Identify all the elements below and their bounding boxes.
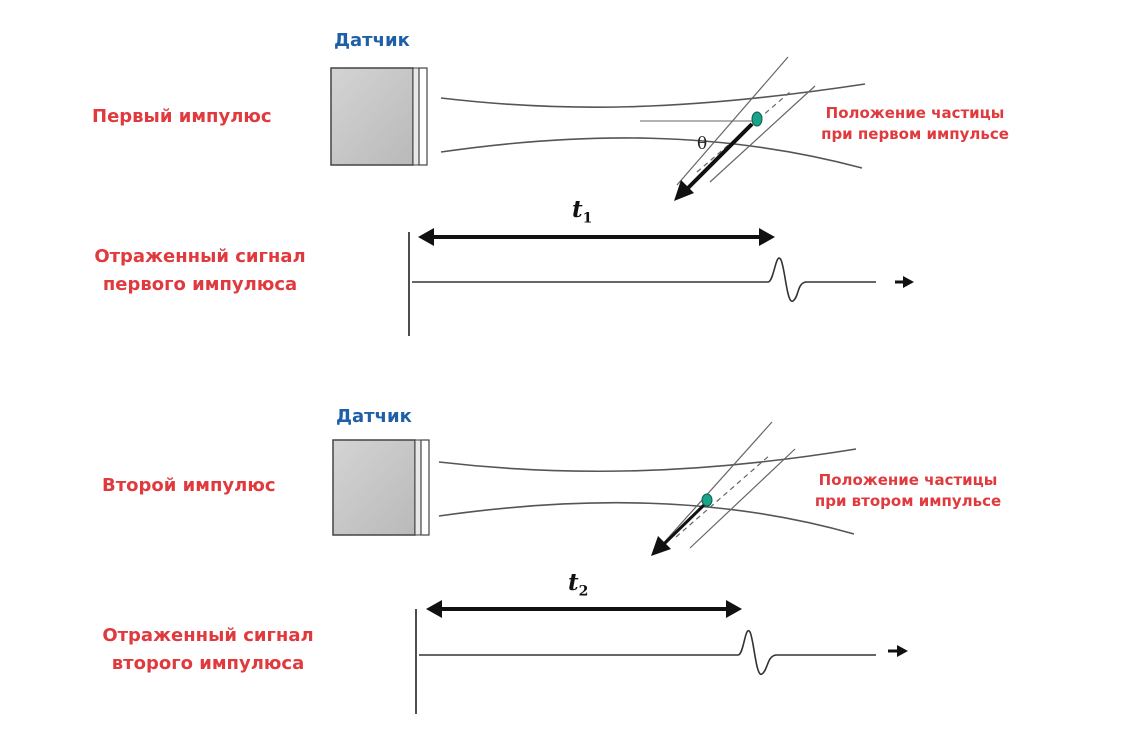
beam-upper-edge: [438, 448, 857, 473]
vessel-wall-line: [659, 421, 773, 548]
time-interval-label: t2: [568, 569, 588, 600]
reflected-signal-trace: [412, 257, 876, 302]
signal-label-line1: Отраженный сигнал: [102, 625, 314, 646]
velocity-arrow: [686, 122, 754, 190]
velocity-arrow-head: [674, 180, 694, 201]
time-subscript: 2: [578, 583, 589, 600]
time-symbol: t: [572, 196, 583, 223]
velocity-arrow: [662, 503, 706, 546]
time-interval-arrow-left-head: [426, 600, 442, 618]
time-subscript: 1: [582, 210, 593, 227]
signal-time-arrow-head: [897, 645, 908, 657]
vessel-wall-line: [689, 448, 796, 549]
time-interval-arrow-right-head: [726, 600, 742, 618]
pulse-label: Первый импулюс: [92, 106, 272, 127]
particle-position-label-line2: при втором импульсе: [814, 492, 1002, 510]
dashed-flow-line: [675, 454, 771, 538]
beam-lower-edge: [440, 137, 863, 169]
beam-upper-edge: [440, 83, 866, 108]
signal-time-arrow-head: [903, 276, 914, 288]
signal-label-line2: второго импулюса: [111, 653, 305, 674]
time-symbol: t: [568, 569, 579, 596]
panel-second-pulse: [332, 421, 908, 714]
signal-label-line1: Отраженный сигнал: [94, 246, 306, 267]
panel-first-pulse: [330, 56, 914, 336]
signal-label: Отраженный сигнал второго импулюса: [78, 622, 338, 678]
sensor-block: [332, 439, 430, 536]
velocity-arrow-head: [651, 536, 671, 556]
particle-position-label: Положение частицы при первом импульсе: [805, 103, 1025, 145]
time-interval-arrow-left-head: [418, 228, 434, 246]
dashed-flow-line: [696, 91, 791, 173]
sensor-label: Датчик: [336, 406, 412, 427]
vessel-wall-line: [709, 85, 816, 183]
sensor-block: [330, 67, 428, 166]
particle-position-label: Положение частицы при втором импульсе: [793, 470, 1023, 512]
particle-dot: [701, 493, 713, 507]
pulse-label: Второй импулюс: [102, 475, 276, 496]
sensor-label: Датчик: [334, 30, 410, 51]
time-interval-arrow-right-head: [759, 228, 775, 246]
signal-label-line2: первого импулюса: [102, 274, 298, 295]
particle-position-label-line1: Положение частицы: [825, 104, 1005, 122]
time-interval-label: t1: [572, 196, 592, 227]
signal-label: Отраженный сигнал первого импулюса: [70, 243, 330, 299]
beam-lower-edge: [438, 501, 855, 535]
angle-label: θ: [697, 134, 708, 154]
reflected-signal-trace: [419, 629, 876, 675]
particle-dot: [751, 111, 763, 127]
particle-position-label-line1: Положение частицы: [818, 471, 998, 489]
particle-position-label-line2: при первом импульсе: [821, 125, 1009, 143]
